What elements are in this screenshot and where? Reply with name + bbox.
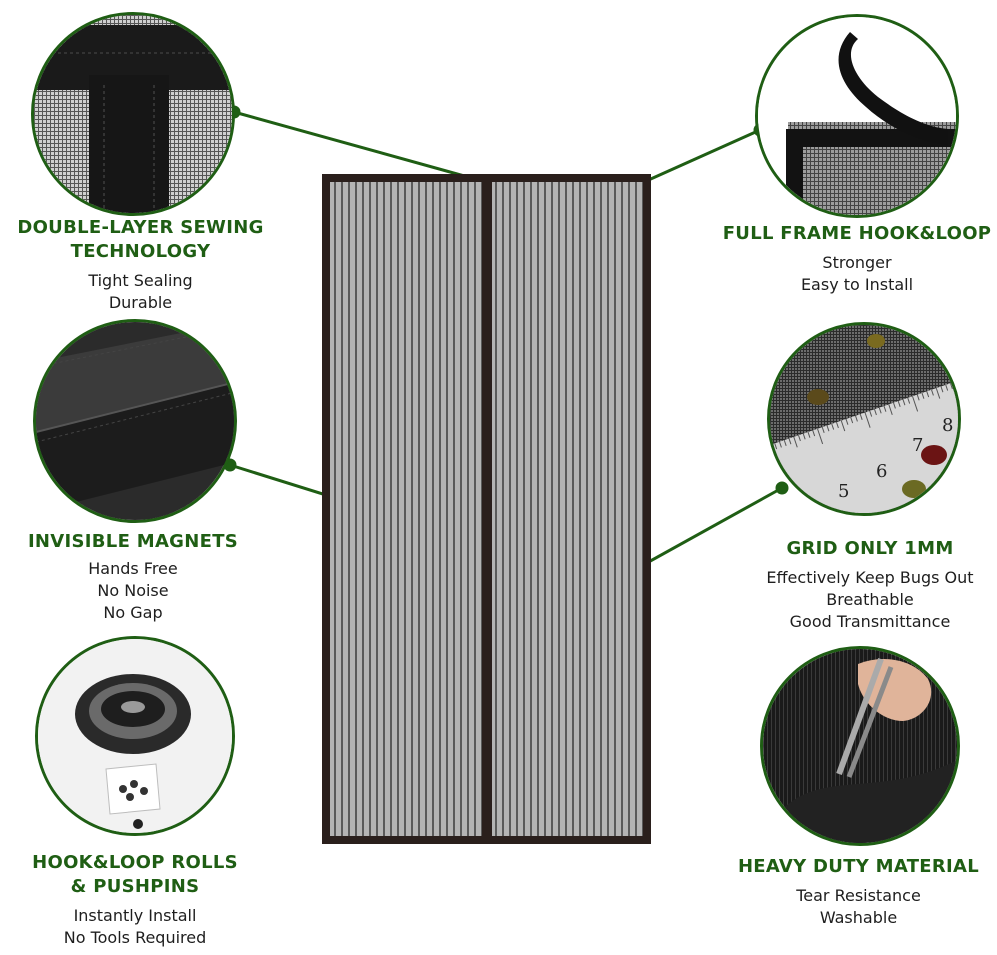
ruler-tick: [864, 412, 871, 428]
feature-grid: GRID ONLY 1MM Effectively Keep Bugs Out …: [740, 537, 997, 633]
feature-title: GRID ONLY 1MM: [786, 538, 954, 559]
ruler-tick: [878, 407, 882, 414]
ruler-tick: [940, 386, 944, 393]
feature-title: DOUBLE-LAYER SEWING: [17, 217, 264, 238]
feature-title: HEAVY DUTY MATERIAL: [737, 856, 980, 877]
ruler-tick: [907, 397, 911, 404]
ruler-tick: [855, 415, 858, 422]
ruler-tick: [912, 396, 919, 412]
ruler-number: 8: [942, 415, 953, 436]
feature-desc: No Gap: [103, 603, 163, 622]
velcro-frame-corner-icon: [755, 14, 959, 218]
ruler-tick: [836, 422, 839, 429]
magnet-strip-closeup-icon: [33, 319, 237, 523]
feature-desc: No Noise: [97, 581, 169, 600]
sewn-edge-closeup-icon: [31, 12, 235, 216]
ruler-tick: [926, 391, 930, 398]
bean-icon: [807, 389, 829, 405]
ruler-tick: [831, 423, 835, 430]
feature-desc: Effectively Keep Bugs Out: [766, 568, 974, 587]
ruler-tick: [950, 383, 953, 390]
ruler-tick: [869, 410, 873, 417]
ruler-tick: [845, 418, 849, 425]
feature-magnets: INVISIBLE MAGNETS Hands Free No Noise No…: [8, 530, 258, 624]
feature-title: TECHNOLOGY: [70, 241, 211, 262]
feature-desc: Hands Free: [88, 559, 178, 578]
ruler-number: 6: [876, 461, 887, 482]
feature-rolls: HOOK&LOOP ROLLS & PUSHPINS Instantly Ins…: [10, 851, 260, 949]
ruler-tick: [817, 428, 824, 445]
ruler-tick: [850, 417, 854, 424]
connector-line: [233, 110, 487, 184]
ruler-tick: [921, 392, 925, 399]
ruler-tick: [821, 426, 825, 433]
ruler-tick: [779, 441, 782, 448]
tape-roll-and-pins-icon: [35, 636, 235, 836]
connector-dot: [775, 481, 789, 495]
magnet-seam: [482, 178, 492, 840]
feature-title: INVISIBLE MAGNETS: [27, 531, 239, 552]
ruler-tick: [798, 435, 801, 442]
pliers-on-mesh-icon: [760, 646, 960, 846]
ruler-tick: [802, 433, 806, 440]
feature-desc: Tear Resistance: [796, 886, 921, 905]
ruler-tick: [826, 425, 830, 432]
feature-desc: Easy to Install: [800, 275, 914, 294]
feature-title: FULL FRAME HOOK&LOOP: [722, 223, 992, 244]
ruler-tick: [931, 389, 934, 396]
magnetic-screen-door-icon: [322, 174, 651, 844]
ruler-tick: [874, 409, 877, 416]
door-right-panel: [492, 182, 643, 836]
feature-title: HOOK&LOOP ROLLS: [32, 852, 238, 873]
ruler-tick: [788, 438, 792, 445]
feature-full-frame: FULL FRAME HOOK&LOOP Stronger Easy to In…: [717, 222, 997, 296]
feature-desc: Tight Sealing: [88, 271, 193, 290]
feature-desc: Stronger: [822, 253, 892, 272]
ruler-tick: [935, 387, 941, 399]
ruler-tick: [807, 431, 811, 438]
ruler-tick: [945, 384, 949, 391]
feature-desc: Instantly Install: [73, 906, 197, 925]
feature-double-layer: DOUBLE-LAYER SEWING TECHNOLOGY Tight Sea…: [8, 216, 273, 314]
ruler-tick: [840, 420, 846, 432]
ruler-tick: [774, 443, 778, 450]
ruler-tick: [902, 399, 906, 406]
feature-heavy-duty: HEAVY DUTY MATERIAL Tear Resistance Wash…: [726, 855, 991, 929]
ruler-tick: [893, 402, 896, 409]
bean-icon: [902, 480, 926, 498]
connector-line: [643, 128, 761, 184]
ruler-tick: [883, 405, 887, 412]
feature-desc: Durable: [108, 293, 173, 312]
bean-icon: [921, 445, 947, 465]
bean-icon: [867, 334, 885, 348]
ruler-number: 7: [912, 435, 923, 456]
ruler-tick: [897, 400, 901, 407]
feature-desc: No Tools Required: [63, 928, 207, 947]
feature-title: & PUSHPINS: [70, 876, 200, 897]
door-left-panel: [330, 182, 482, 836]
ruler-tick: [888, 404, 893, 415]
ruler-tick: [783, 439, 787, 446]
ruler-tick: [859, 413, 863, 420]
ruler-tick: [916, 394, 920, 401]
ruler-tick: [812, 430, 816, 437]
ruler-tick: [793, 436, 798, 448]
feature-desc: Breathable: [826, 590, 914, 609]
ruler-number: 5: [838, 481, 849, 502]
feature-desc: Good Transmittance: [789, 612, 951, 631]
pliers-icon: [836, 657, 884, 776]
mesh-with-ruler-and-beans-icon: 5 6 7 8: [767, 322, 961, 516]
feature-desc: Washable: [819, 908, 898, 927]
